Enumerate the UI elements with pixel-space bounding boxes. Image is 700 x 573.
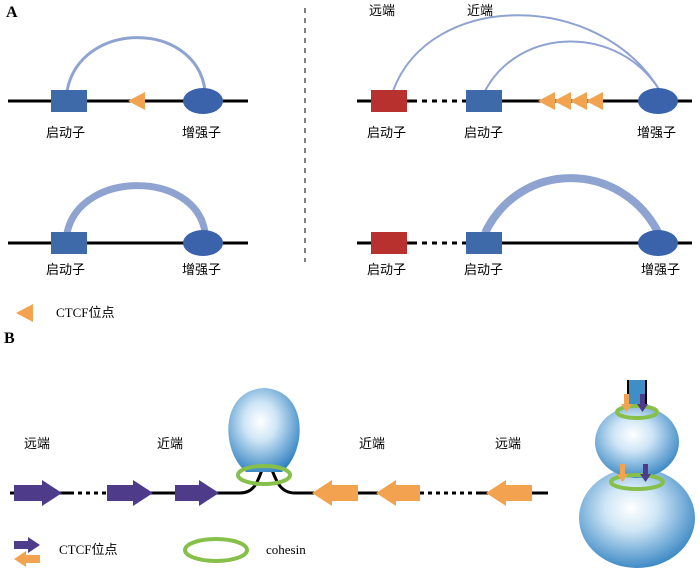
panel-a-bottom-left [8, 182, 248, 256]
ctcf-arrow-orange [486, 480, 532, 506]
ctcf-arrow-purple-small [640, 464, 651, 482]
proximal-label: 近端 [157, 437, 184, 452]
ctcf-site-triangle [538, 92, 555, 110]
promoter-label: 启动子 [367, 263, 407, 278]
cohesin-legend-label: cohesin [266, 542, 306, 557]
proximal-promoter-box [466, 90, 502, 112]
enhancer-label: 增强子 [641, 263, 681, 278]
ctcf-site-triangle [570, 92, 587, 110]
legend-cohesin-ring [183, 537, 249, 563]
legend-arrow-orange [14, 551, 40, 567]
promoter-box [51, 90, 87, 112]
ctcf-site-triangle [554, 92, 571, 110]
enhancer-label: 增强子 [182, 126, 222, 141]
promoter-label: 启动子 [464, 263, 504, 278]
enhancer-label: 增强子 [637, 126, 677, 141]
ctcf-arrow-purple [14, 480, 62, 506]
proximal-label: 近端 [467, 4, 494, 19]
proximal-label: 近端 [359, 437, 386, 452]
enhancer-ellipse [183, 88, 223, 114]
loop-exit [270, 469, 296, 495]
ctcf-arrow-purple [175, 480, 219, 506]
loop-arc-thick [63, 182, 209, 234]
loop-arc-thin [65, 36, 207, 92]
enhancer-ellipse [638, 88, 678, 114]
chromatin-loop-lower [579, 468, 695, 568]
ctcf-arrow-orange-small [621, 394, 632, 412]
panel-a-top-right [357, 14, 692, 114]
promoter-label: 启动子 [464, 126, 504, 141]
panel-a-bottom-right [357, 174, 692, 256]
enhancer-label: 增强子 [182, 263, 222, 278]
promoter-label: 启动子 [367, 126, 407, 141]
chromatin-loop-upper [595, 406, 679, 478]
proximal-promoter-box [466, 232, 502, 254]
legend-arrow-purple [14, 537, 40, 553]
distal-label: 远端 [369, 4, 396, 19]
ctcf-arrow-orange [376, 480, 420, 506]
ctcf-arrow-purple [107, 480, 153, 506]
distal-label: 远端 [495, 437, 522, 452]
panel-b-stacked-loops [579, 380, 695, 568]
promoter-label: 启动子 [46, 263, 86, 278]
panel-a-top-left [8, 36, 248, 114]
chromatin-loop-blob [228, 388, 300, 472]
proximal-loop-arc [484, 40, 661, 92]
ctcf-site-triangle [128, 92, 145, 110]
panel-b-chromatin [10, 388, 548, 506]
promoter-box [51, 232, 87, 254]
enhancer-ellipse [183, 230, 223, 256]
enhancer-ellipse [638, 230, 678, 256]
panel-label-a: A [6, 4, 18, 21]
distal-promoter-box [371, 90, 407, 112]
promoter-label: 启动子 [46, 126, 86, 141]
cohesin-ring [236, 464, 292, 486]
ctcf-arrow-orange [312, 480, 358, 506]
cohesin-ring [615, 404, 659, 420]
ctcf-legend-label: CTCF位点 [59, 542, 118, 557]
ctcf-arrow-purple-small [637, 394, 648, 412]
distal-label: 远端 [24, 437, 51, 452]
distal-loop-arc [392, 14, 661, 92]
ctcf-arrow-orange-small [617, 464, 628, 482]
cohesin-ring [609, 473, 665, 491]
ctcf-site-triangle [586, 92, 603, 110]
ctcf-legend-triangle [16, 304, 33, 322]
loop-arc-thick [481, 174, 662, 235]
panel-label-b: B [4, 330, 15, 347]
distal-promoter-box [371, 232, 407, 254]
ctcf-legend-label: CTCF位点 [56, 305, 115, 320]
